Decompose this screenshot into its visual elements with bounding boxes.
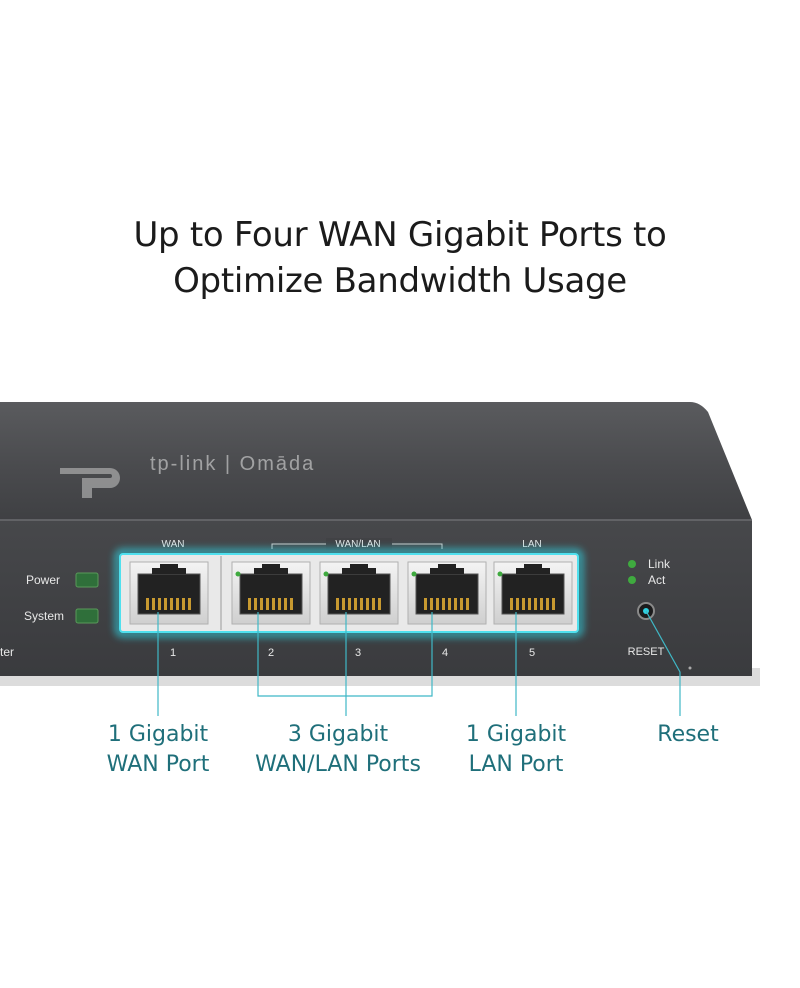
ethernet-port-3 bbox=[319, 561, 399, 625]
port-number-2: 2 bbox=[268, 647, 274, 659]
callout-wanlan-line1: 3 Gigabit bbox=[287, 722, 389, 747]
power-led bbox=[75, 572, 99, 588]
callout-reset-line1: Reset bbox=[657, 722, 719, 747]
brand-logo-text: tp-link | Omāda bbox=[150, 453, 315, 475]
headline: Up to Four WAN Gigabit Ports to Optimize… bbox=[0, 212, 800, 304]
callout-wan-line1: 1 Gigabit bbox=[107, 722, 209, 747]
callout-lan-port: 1 Gigabit LAN Port bbox=[438, 720, 594, 780]
led-label-system: System bbox=[24, 609, 64, 623]
reset-label: RESET bbox=[628, 646, 665, 658]
brand-logo: tp-link | Omāda bbox=[60, 453, 315, 498]
ethernet-port-4 bbox=[407, 561, 487, 625]
status-label-act: Act bbox=[648, 573, 666, 587]
callout-lines bbox=[157, 610, 681, 716]
callout-lan-line1: 1 Gigabit bbox=[465, 722, 567, 747]
model-name-fragment: ter bbox=[0, 645, 14, 659]
callout-reset: Reset bbox=[628, 720, 748, 750]
group-label-lan: LAN bbox=[522, 539, 541, 550]
ethernet-port-2 bbox=[231, 561, 311, 625]
tp-link-logo-icon bbox=[60, 468, 120, 498]
callout-wanlan-line2: WAN/LAN Ports bbox=[255, 752, 421, 777]
headline-line-2: Optimize Bandwidth Usage bbox=[173, 261, 627, 301]
callout-wan-port: 1 Gigabit WAN Port bbox=[78, 720, 238, 780]
link-led-icon bbox=[628, 560, 636, 568]
ethernet-port-1 bbox=[129, 561, 209, 625]
ethernet-port-5 bbox=[493, 561, 573, 625]
group-label-wan-lan: WAN/LAN bbox=[335, 539, 380, 550]
port-number-3: 3 bbox=[355, 647, 361, 659]
callout-lan-line2: LAN Port bbox=[468, 752, 564, 777]
group-label-wan: WAN bbox=[162, 539, 185, 550]
device-top-surface bbox=[0, 402, 752, 520]
callout-wan-lan-ports: 3 Gigabit WAN/LAN Ports bbox=[238, 720, 438, 780]
status-label-link: Link bbox=[648, 557, 671, 571]
port-number-5: 5 bbox=[529, 647, 535, 659]
port-numbers: 1 2 3 4 5 bbox=[170, 647, 535, 659]
system-led bbox=[75, 608, 99, 624]
headline-line-1: Up to Four WAN Gigabit Ports to bbox=[133, 215, 667, 255]
act-led-icon bbox=[628, 576, 636, 584]
port-number-1: 1 bbox=[170, 647, 176, 659]
callout-wan-line2: WAN Port bbox=[106, 752, 210, 777]
ethernet-ports bbox=[129, 561, 573, 625]
port-number-4: 4 bbox=[442, 647, 448, 659]
led-label-power: Power bbox=[26, 573, 60, 587]
